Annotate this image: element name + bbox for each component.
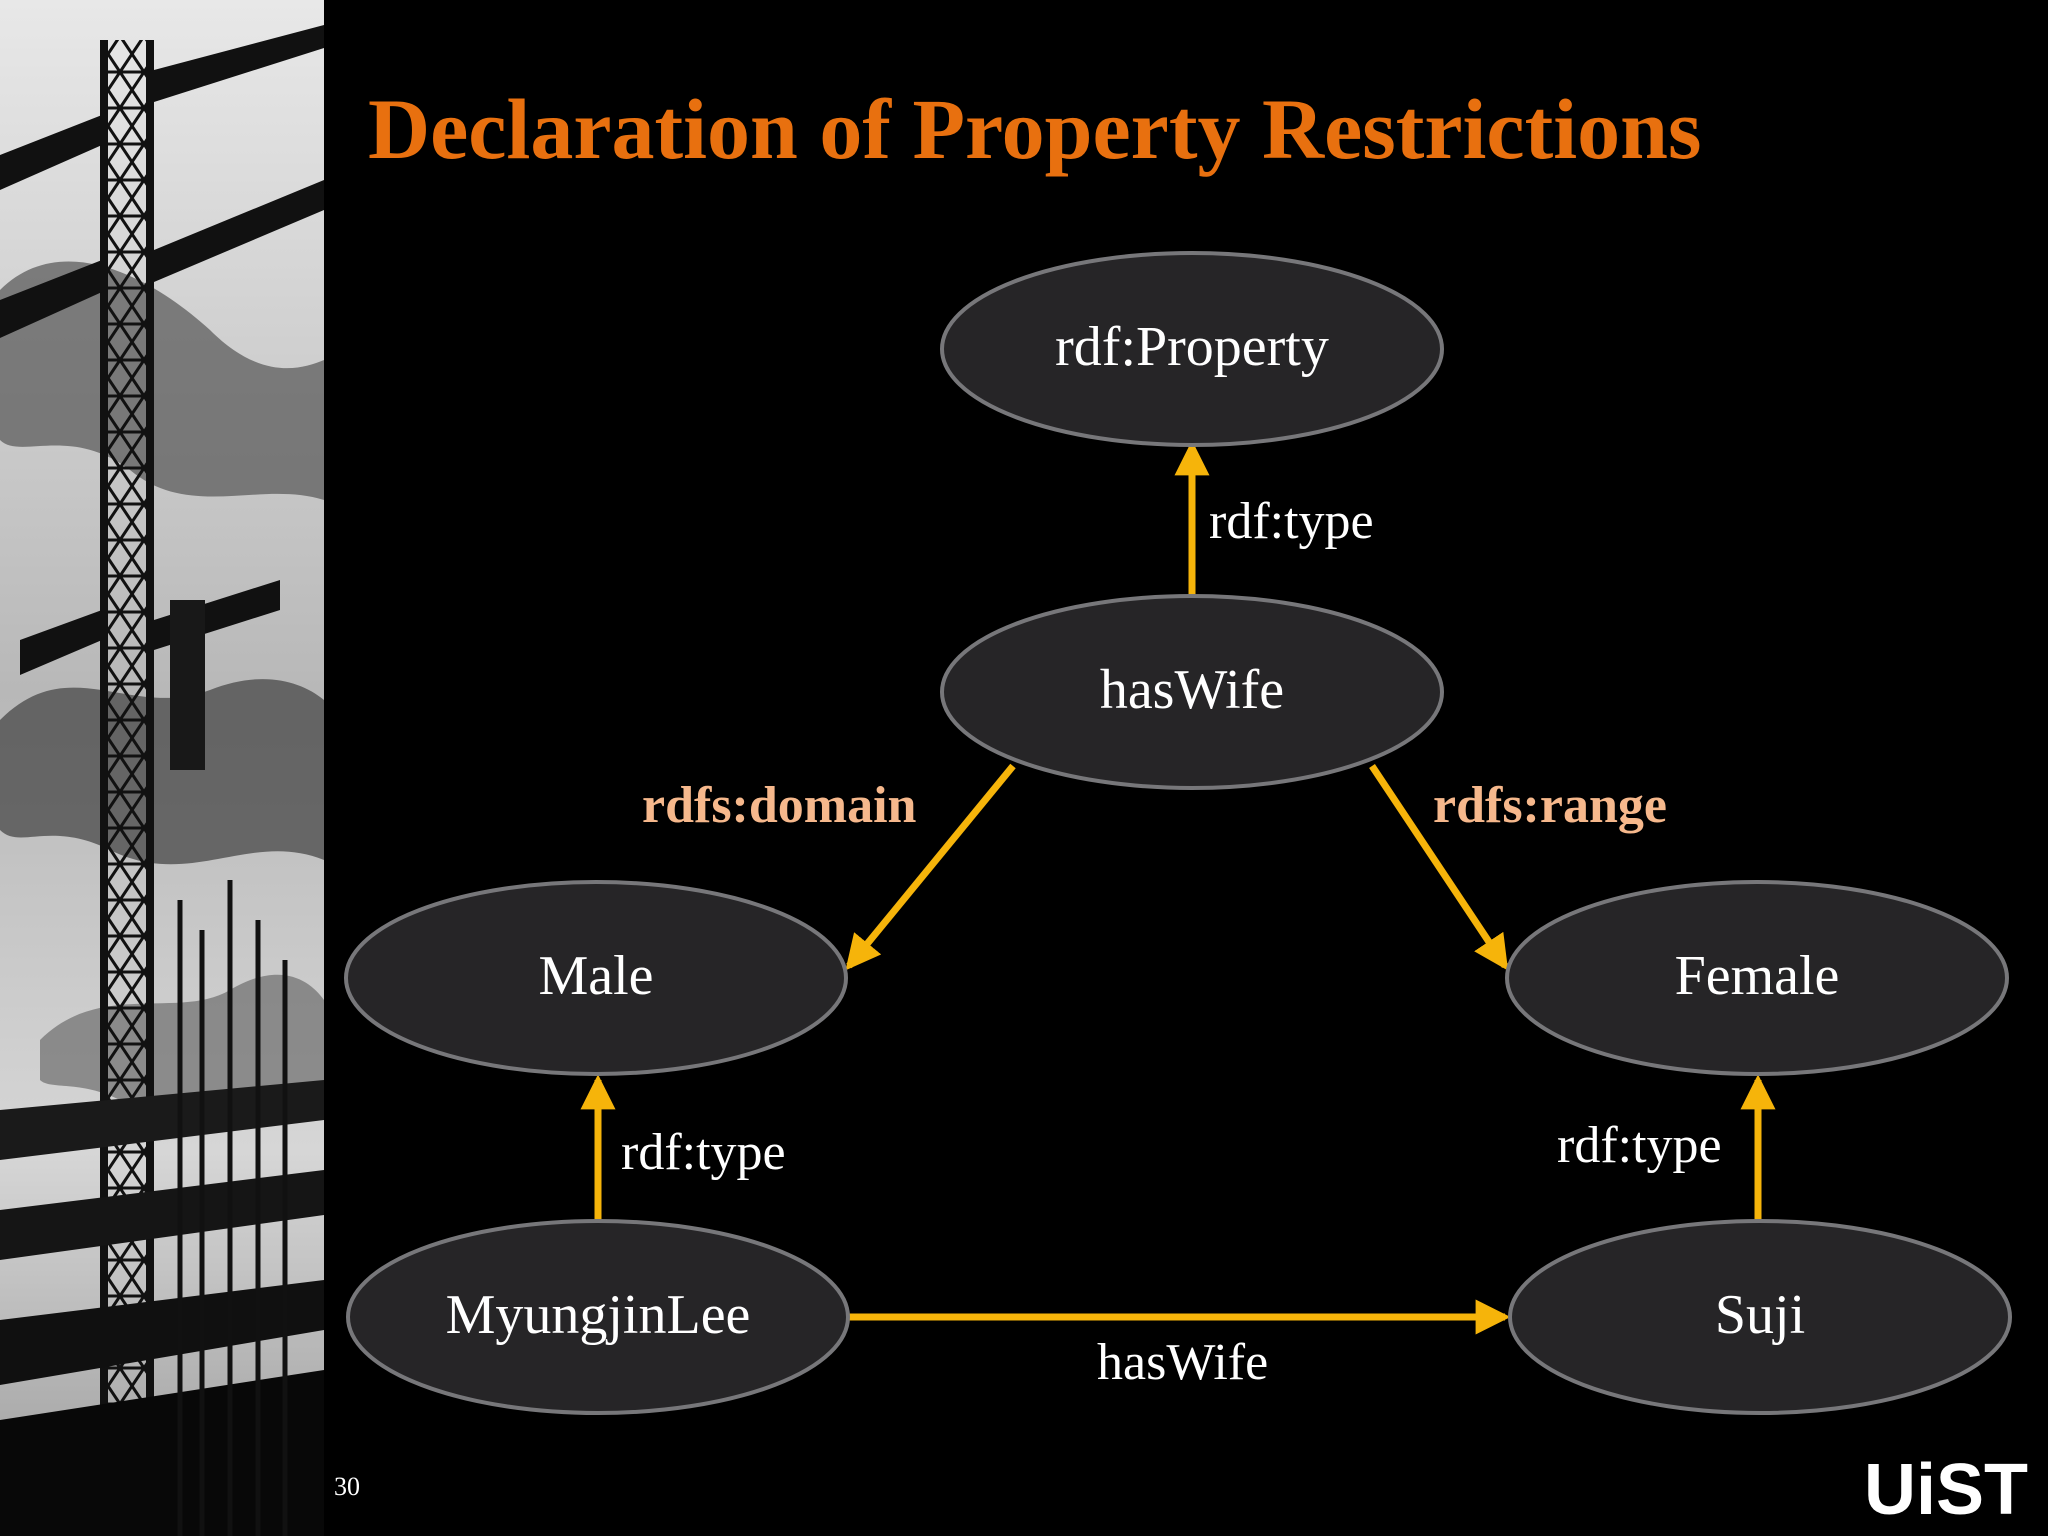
range-arrow — [1369, 764, 1509, 971]
rdfs-range-label: rdfs:range — [1433, 777, 1667, 834]
haswife-label: hasWife — [1100, 659, 1284, 721]
haswife-node: hasWife — [940, 594, 1444, 790]
unist-logo-icon: UiST — [1864, 1452, 2028, 1530]
myungjinlee-label: MyungjinLee — [446, 1284, 751, 1346]
male-label: Male — [538, 945, 653, 1007]
female-label: Female — [1675, 945, 1840, 1007]
page-number: 30 — [334, 1472, 360, 1501]
rdf-property-label: rdf:Property — [1055, 316, 1329, 378]
haswife-relation-label: hasWife — [1097, 1334, 1268, 1391]
female-node: Female — [1505, 880, 2009, 1076]
slide-title: Declaration of Property Restrictions — [368, 81, 1702, 177]
myungjinlee-rdf-type-label: rdf:type — [621, 1124, 786, 1181]
haswife-rdf-type-label: rdf:type — [1209, 493, 1374, 550]
construction-crane-photo-icon — [0, 0, 324, 1536]
myungjinlee-node: MyungjinLee — [346, 1219, 850, 1415]
suji-label: Suji — [1715, 1284, 1805, 1346]
unist-logo-text: UiST — [1864, 1452, 2028, 1530]
rdf-property-node: rdf:Property — [940, 251, 1444, 447]
suji-rdf-type-label: rdf:type — [1557, 1117, 1722, 1174]
suji-node: Suji — [1508, 1219, 2012, 1415]
rdfs-domain-label: rdfs:domain — [642, 777, 917, 834]
male-node: Male — [344, 880, 848, 1076]
domain-arrow — [845, 763, 1016, 971]
